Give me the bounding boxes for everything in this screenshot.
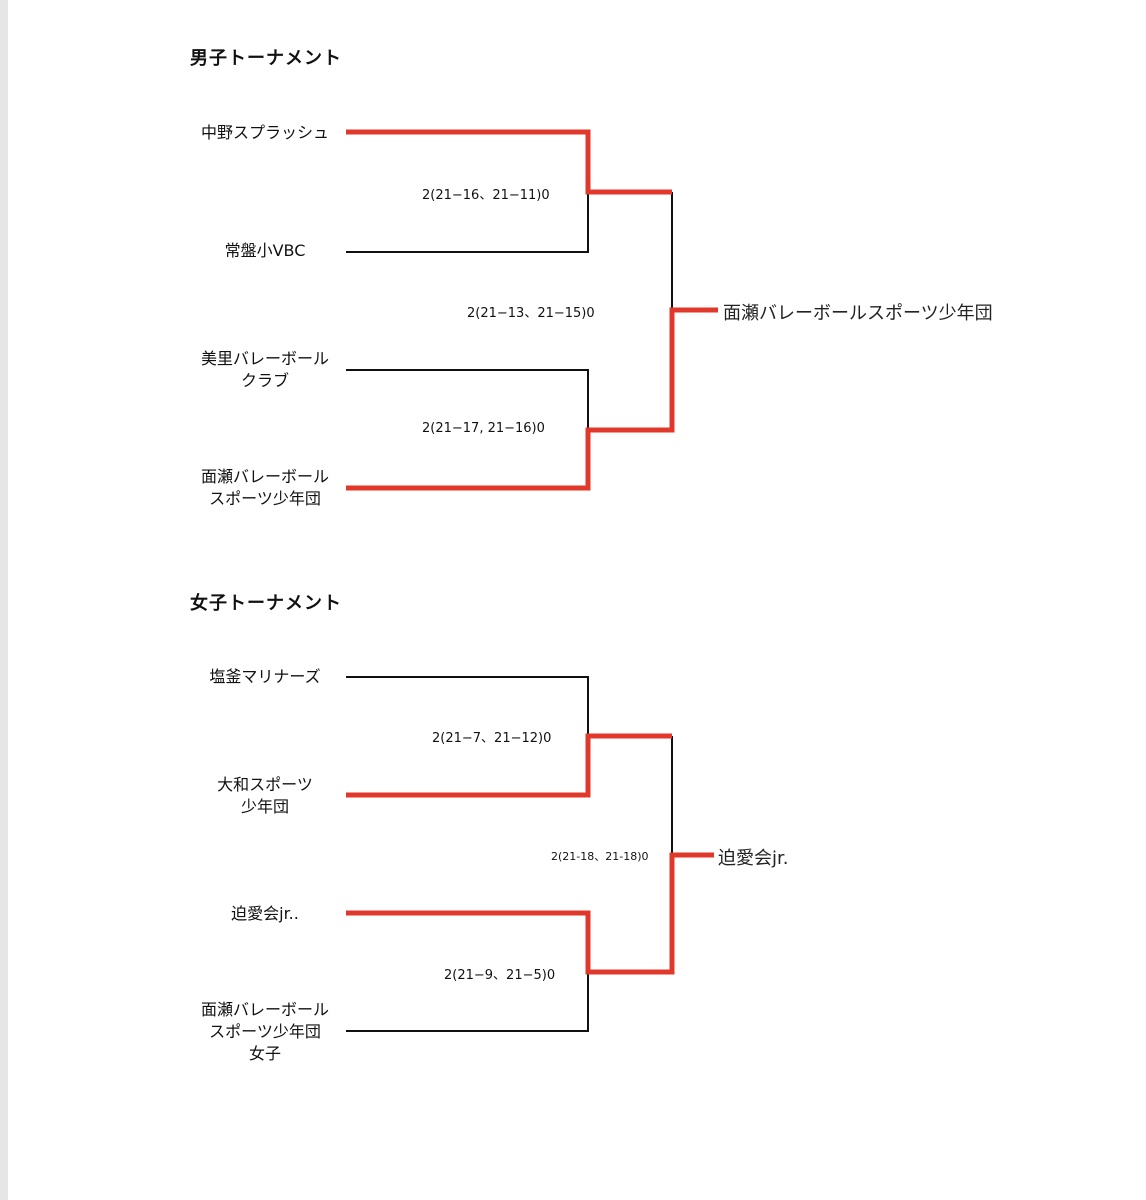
boys-loss-line-team-3: [346, 369, 589, 430]
boys-final-score: 2(21−13、21−15)0: [467, 306, 595, 321]
girls-champion: 迫愛会jr.: [718, 848, 789, 869]
boys-win-line-team-1: [346, 129, 672, 195]
boys-tournament-title: 男子トーナメント: [190, 48, 342, 69]
girls-semifinal-1-score: 2(21−7、21−12)0: [432, 731, 552, 746]
page-left-edge: [0, 0, 8, 1200]
girls-tournament-title: 女子トーナメント: [190, 593, 342, 614]
girls-team-2: 大和スポーツ 少年団: [217, 775, 313, 816]
girls-final-score: 2(21-18、21-18)0: [551, 850, 649, 863]
girls-bracket-lines: [346, 676, 714, 1032]
girls-win-line-team-2: [346, 733, 672, 798]
boys-team-4: 面瀬バレーボール スポーツ少年団: [200, 467, 329, 508]
boys-bracket-lines: [346, 129, 718, 491]
boys-semifinal-1-score: 2(21−16、21−11)0: [422, 188, 550, 203]
boys-semifinal-2-score: 2(21−17, 21−16)0: [422, 421, 545, 436]
girls-team-3: 迫愛会jr..: [231, 904, 299, 923]
girls-loss-line-team-4: [346, 972, 589, 1032]
boys-team-2: 常盤小VBC: [224, 241, 306, 260]
girls-loss-line-team-1: [346, 676, 589, 736]
girls-win-line-team-3: [346, 852, 714, 975]
girls-team-4: 面瀬バレーボール スポーツ少年団 女子: [200, 1000, 329, 1063]
girls-semifinal-2-score: 2(21−9、21−5)0: [444, 968, 556, 983]
boys-champion: 面瀬バレーボールスポーツ少年団: [723, 303, 993, 324]
girls-team-1: 塩釜マリナーズ: [209, 667, 321, 686]
boys-team-3: 美里バレーボール クラブ: [200, 349, 329, 390]
boys-team-1: 中野スプラッシュ: [200, 123, 329, 142]
boys-win-line-team-4: [346, 307, 718, 491]
boys-loss-line-team-2: [346, 192, 589, 253]
